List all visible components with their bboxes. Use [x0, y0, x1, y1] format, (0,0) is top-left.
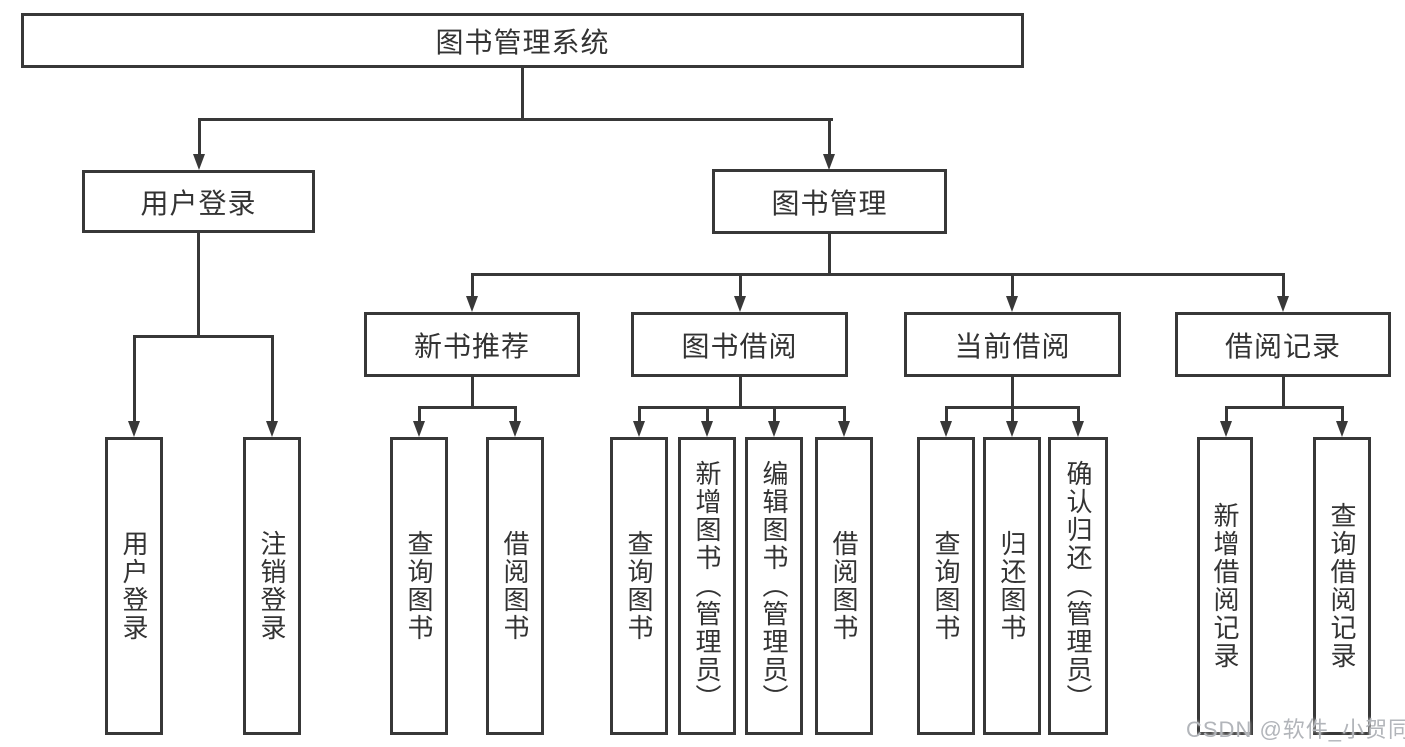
leaf-label: 用户登录	[119, 530, 149, 642]
node-root-library-system: 图书管理系统	[21, 13, 1024, 68]
leaf-label: 查询图书	[404, 530, 434, 642]
connector-login-bar	[132, 335, 274, 338]
arrowhead-down-icon	[1072, 421, 1084, 437]
connector-current-stem	[1010, 377, 1014, 406]
arrowhead-down-icon	[509, 421, 521, 437]
connector-mgmt-drop-2	[738, 273, 742, 296]
connector-root-drop-left	[197, 118, 201, 154]
connector-current-drop-3	[1076, 406, 1080, 421]
node-label: 图书管理	[771, 187, 888, 219]
leaf-label: 借阅图书	[829, 530, 859, 642]
leaf-label: 查询图书	[624, 530, 654, 642]
leaf-user-login: 用户登录	[105, 437, 163, 735]
leaf-query-books-recommend: 查询图书	[390, 437, 448, 735]
node-new-book-recommend: 新书推荐	[364, 312, 580, 377]
leaf-query-books-current: 查询图书	[917, 437, 975, 735]
arrowhead-down-icon	[701, 421, 713, 437]
connector-borrowing-drop-3	[772, 406, 776, 421]
arrowhead-down-icon	[1006, 296, 1018, 312]
leaf-label: 新增借阅记录	[1210, 502, 1240, 670]
connector-current-drop-2	[1010, 406, 1014, 421]
node-label: 用户登录	[140, 187, 257, 219]
node-book-management: 图书管理	[712, 169, 947, 234]
csdn-watermark: CSDN @软件_小贺同学	[1186, 717, 1405, 742]
leaf-edit-book-admin: 编辑图书（管理员）	[745, 437, 803, 735]
arrowhead-down-icon	[1006, 421, 1018, 437]
arrowhead-down-icon	[1277, 296, 1289, 312]
connector-borrowing-stem	[738, 377, 742, 406]
connector-borrowing-bar	[637, 406, 846, 409]
leaf-query-borrow-record: 查询借阅记录	[1313, 437, 1371, 735]
connector-records-bar	[1224, 406, 1344, 409]
leaf-return-book: 归还图书	[983, 437, 1041, 735]
arrowhead-down-icon	[193, 154, 205, 170]
node-book-borrowing: 图书借阅	[631, 312, 848, 377]
connector-mgmt-drop-3	[1010, 273, 1014, 296]
leaf-label: 新增图书（管理员）	[692, 460, 722, 712]
leaf-label: 借阅图书	[500, 530, 530, 642]
arrowhead-down-icon	[466, 296, 478, 312]
leaf-label: 确认归还（管理员）	[1063, 460, 1093, 712]
node-current-borrowing: 当前借阅	[904, 312, 1121, 377]
connector-borrowing-drop-2	[705, 406, 709, 421]
node-label: 新书推荐	[413, 330, 530, 362]
connector-login-stem	[196, 233, 200, 335]
leaf-label: 归还图书	[997, 530, 1027, 642]
connector-records-drop-2	[1340, 406, 1344, 421]
node-label: 借阅记录	[1224, 330, 1341, 362]
leaf-label: 编辑图书（管理员）	[759, 460, 789, 712]
node-label: 图书借阅	[681, 330, 798, 362]
arrowhead-down-icon	[266, 421, 278, 437]
connector-newbook-stem	[470, 377, 474, 406]
connector-mgmt-drop-4	[1281, 273, 1285, 296]
connector-newbook-drop-2	[513, 406, 517, 421]
leaf-query-books-borrowing: 查询图书	[610, 437, 668, 735]
connector-mgmt-stem	[827, 234, 831, 273]
arrowhead-down-icon	[734, 296, 746, 312]
arrowhead-down-icon	[1336, 421, 1348, 437]
connector-root-stem	[520, 68, 524, 119]
node-borrow-records: 借阅记录	[1175, 312, 1391, 377]
node-user-login: 用户登录	[82, 170, 315, 233]
leaf-borrow-books-recommend: 借阅图书	[486, 437, 544, 735]
connector-records-stem	[1281, 377, 1285, 406]
leaf-label: 查询图书	[931, 530, 961, 642]
arrowhead-down-icon	[128, 421, 140, 437]
connector-newbook-bar	[417, 406, 517, 409]
connector-records-drop-1	[1224, 406, 1228, 421]
connector-borrowing-drop-4	[842, 406, 846, 421]
connector-login-drop-2	[270, 335, 274, 421]
node-label: 当前借阅	[954, 330, 1071, 362]
arrowhead-down-icon	[413, 421, 425, 437]
connector-mgmt-drop-1	[470, 273, 474, 296]
leaf-add-book-admin: 新增图书（管理员）	[678, 437, 736, 735]
leaf-confirm-return-admin: 确认归还（管理员）	[1048, 437, 1108, 735]
arrowhead-down-icon	[1220, 421, 1232, 437]
connector-borrowing-drop-1	[637, 406, 641, 421]
leaf-label: 注销登录	[257, 530, 287, 642]
arrowhead-down-icon	[838, 421, 850, 437]
leaf-add-borrow-record: 新增借阅记录	[1197, 437, 1253, 735]
connector-root-drop-right	[827, 118, 831, 154]
arrowhead-down-icon	[768, 421, 780, 437]
connector-login-drop-1	[132, 335, 136, 421]
leaf-borrow-books-borrowing: 借阅图书	[815, 437, 873, 735]
node-label: 图书管理系统	[435, 26, 610, 58]
connector-root-bar	[197, 118, 833, 121]
arrowhead-down-icon	[940, 421, 952, 437]
connector-newbook-drop-1	[417, 406, 421, 421]
leaf-logout: 注销登录	[243, 437, 301, 735]
leaf-label: 查询借阅记录	[1327, 502, 1357, 670]
connector-mgmt-bar	[470, 273, 1285, 276]
arrowhead-down-icon	[633, 421, 645, 437]
arrowhead-down-icon	[823, 154, 835, 170]
connector-current-drop-1	[944, 406, 948, 421]
